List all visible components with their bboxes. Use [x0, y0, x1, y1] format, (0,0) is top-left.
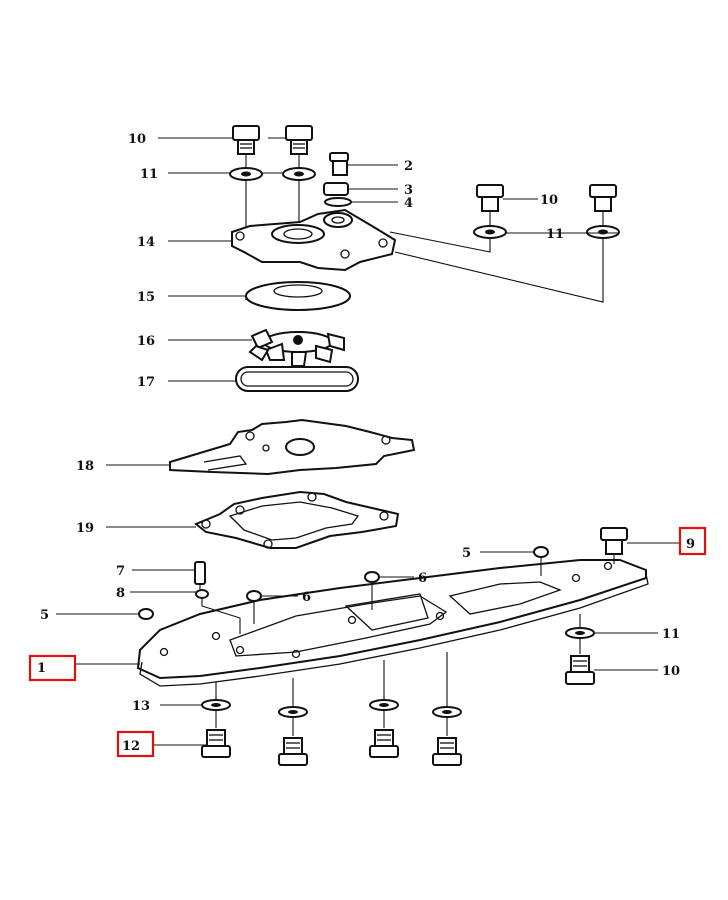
bolt-10-right-a	[476, 184, 504, 226]
plug-5-right	[533, 546, 549, 576]
pin-7	[194, 561, 206, 590]
part-labels: 10 11 2 3 4 10 11 14 15 16 17 18 19 5 9 …	[37, 132, 695, 754]
label-8: 8	[116, 586, 125, 601]
label-3: 3	[404, 183, 413, 198]
washer-11-right-a	[473, 225, 507, 239]
bolt-9	[600, 527, 628, 564]
label-15: 15	[137, 290, 155, 305]
bolt-10-middle	[285, 125, 313, 168]
bolt-12-b	[278, 737, 308, 766]
label-4: 4	[404, 196, 413, 211]
label-10-top-right: 10	[540, 193, 558, 208]
washer-13	[201, 682, 231, 728]
nut-8	[195, 589, 241, 634]
bushing-2	[329, 152, 349, 176]
plate-18	[169, 418, 416, 476]
bolt-10-right-b	[589, 184, 617, 226]
label-10-top-left: 10	[128, 132, 146, 147]
oring-4	[324, 197, 352, 207]
bolt-10-bottom-right	[565, 655, 595, 685]
gasket-17	[235, 366, 359, 392]
impeller-16	[248, 328, 345, 367]
label-1: 1	[37, 661, 46, 676]
bolt-12-a	[201, 729, 231, 758]
label-11-bottom: 11	[662, 627, 680, 642]
label-6-middle: 6	[418, 571, 427, 586]
label-2: 2	[404, 159, 413, 174]
washer-11-bottom-right	[565, 614, 595, 654]
washer-11-middle	[282, 167, 316, 222]
label-17: 17	[137, 375, 155, 390]
label-12: 12	[122, 739, 140, 754]
highlight-box-9	[678, 526, 707, 556]
washer-11-left	[229, 167, 263, 228]
washer-11-right-b	[586, 225, 620, 239]
insert-15	[245, 281, 351, 311]
pump-housing-14	[231, 208, 397, 272]
label-11-top-left: 11	[140, 167, 158, 182]
label-6-left: 6	[302, 590, 311, 605]
label-9: 9	[686, 537, 695, 552]
label-14: 14	[137, 235, 155, 250]
label-18: 18	[76, 459, 94, 474]
highlight-box-12	[116, 730, 155, 758]
label-5-right: 5	[462, 546, 471, 561]
label-19: 19	[76, 521, 94, 536]
leader-lines	[56, 137, 680, 746]
label-10-bottom: 10	[662, 664, 680, 679]
bolt-12-d	[432, 737, 462, 766]
gasket-19	[194, 490, 400, 549]
base-plate-1	[136, 559, 649, 687]
label-5-left: 5	[40, 608, 49, 623]
bolt-12-c	[369, 729, 399, 758]
sleeve-3	[323, 182, 349, 196]
washer-13-b	[278, 678, 308, 736]
washer-13-c	[369, 660, 399, 728]
label-13: 13	[132, 699, 150, 714]
label-11-top-right: 11	[546, 227, 564, 242]
bolt-10-left	[232, 125, 260, 168]
label-16: 16	[137, 334, 155, 349]
label-7: 7	[116, 564, 125, 579]
plug-5-left	[138, 608, 154, 620]
highlight-box-1	[28, 654, 77, 682]
washer-13-d	[432, 652, 462, 736]
